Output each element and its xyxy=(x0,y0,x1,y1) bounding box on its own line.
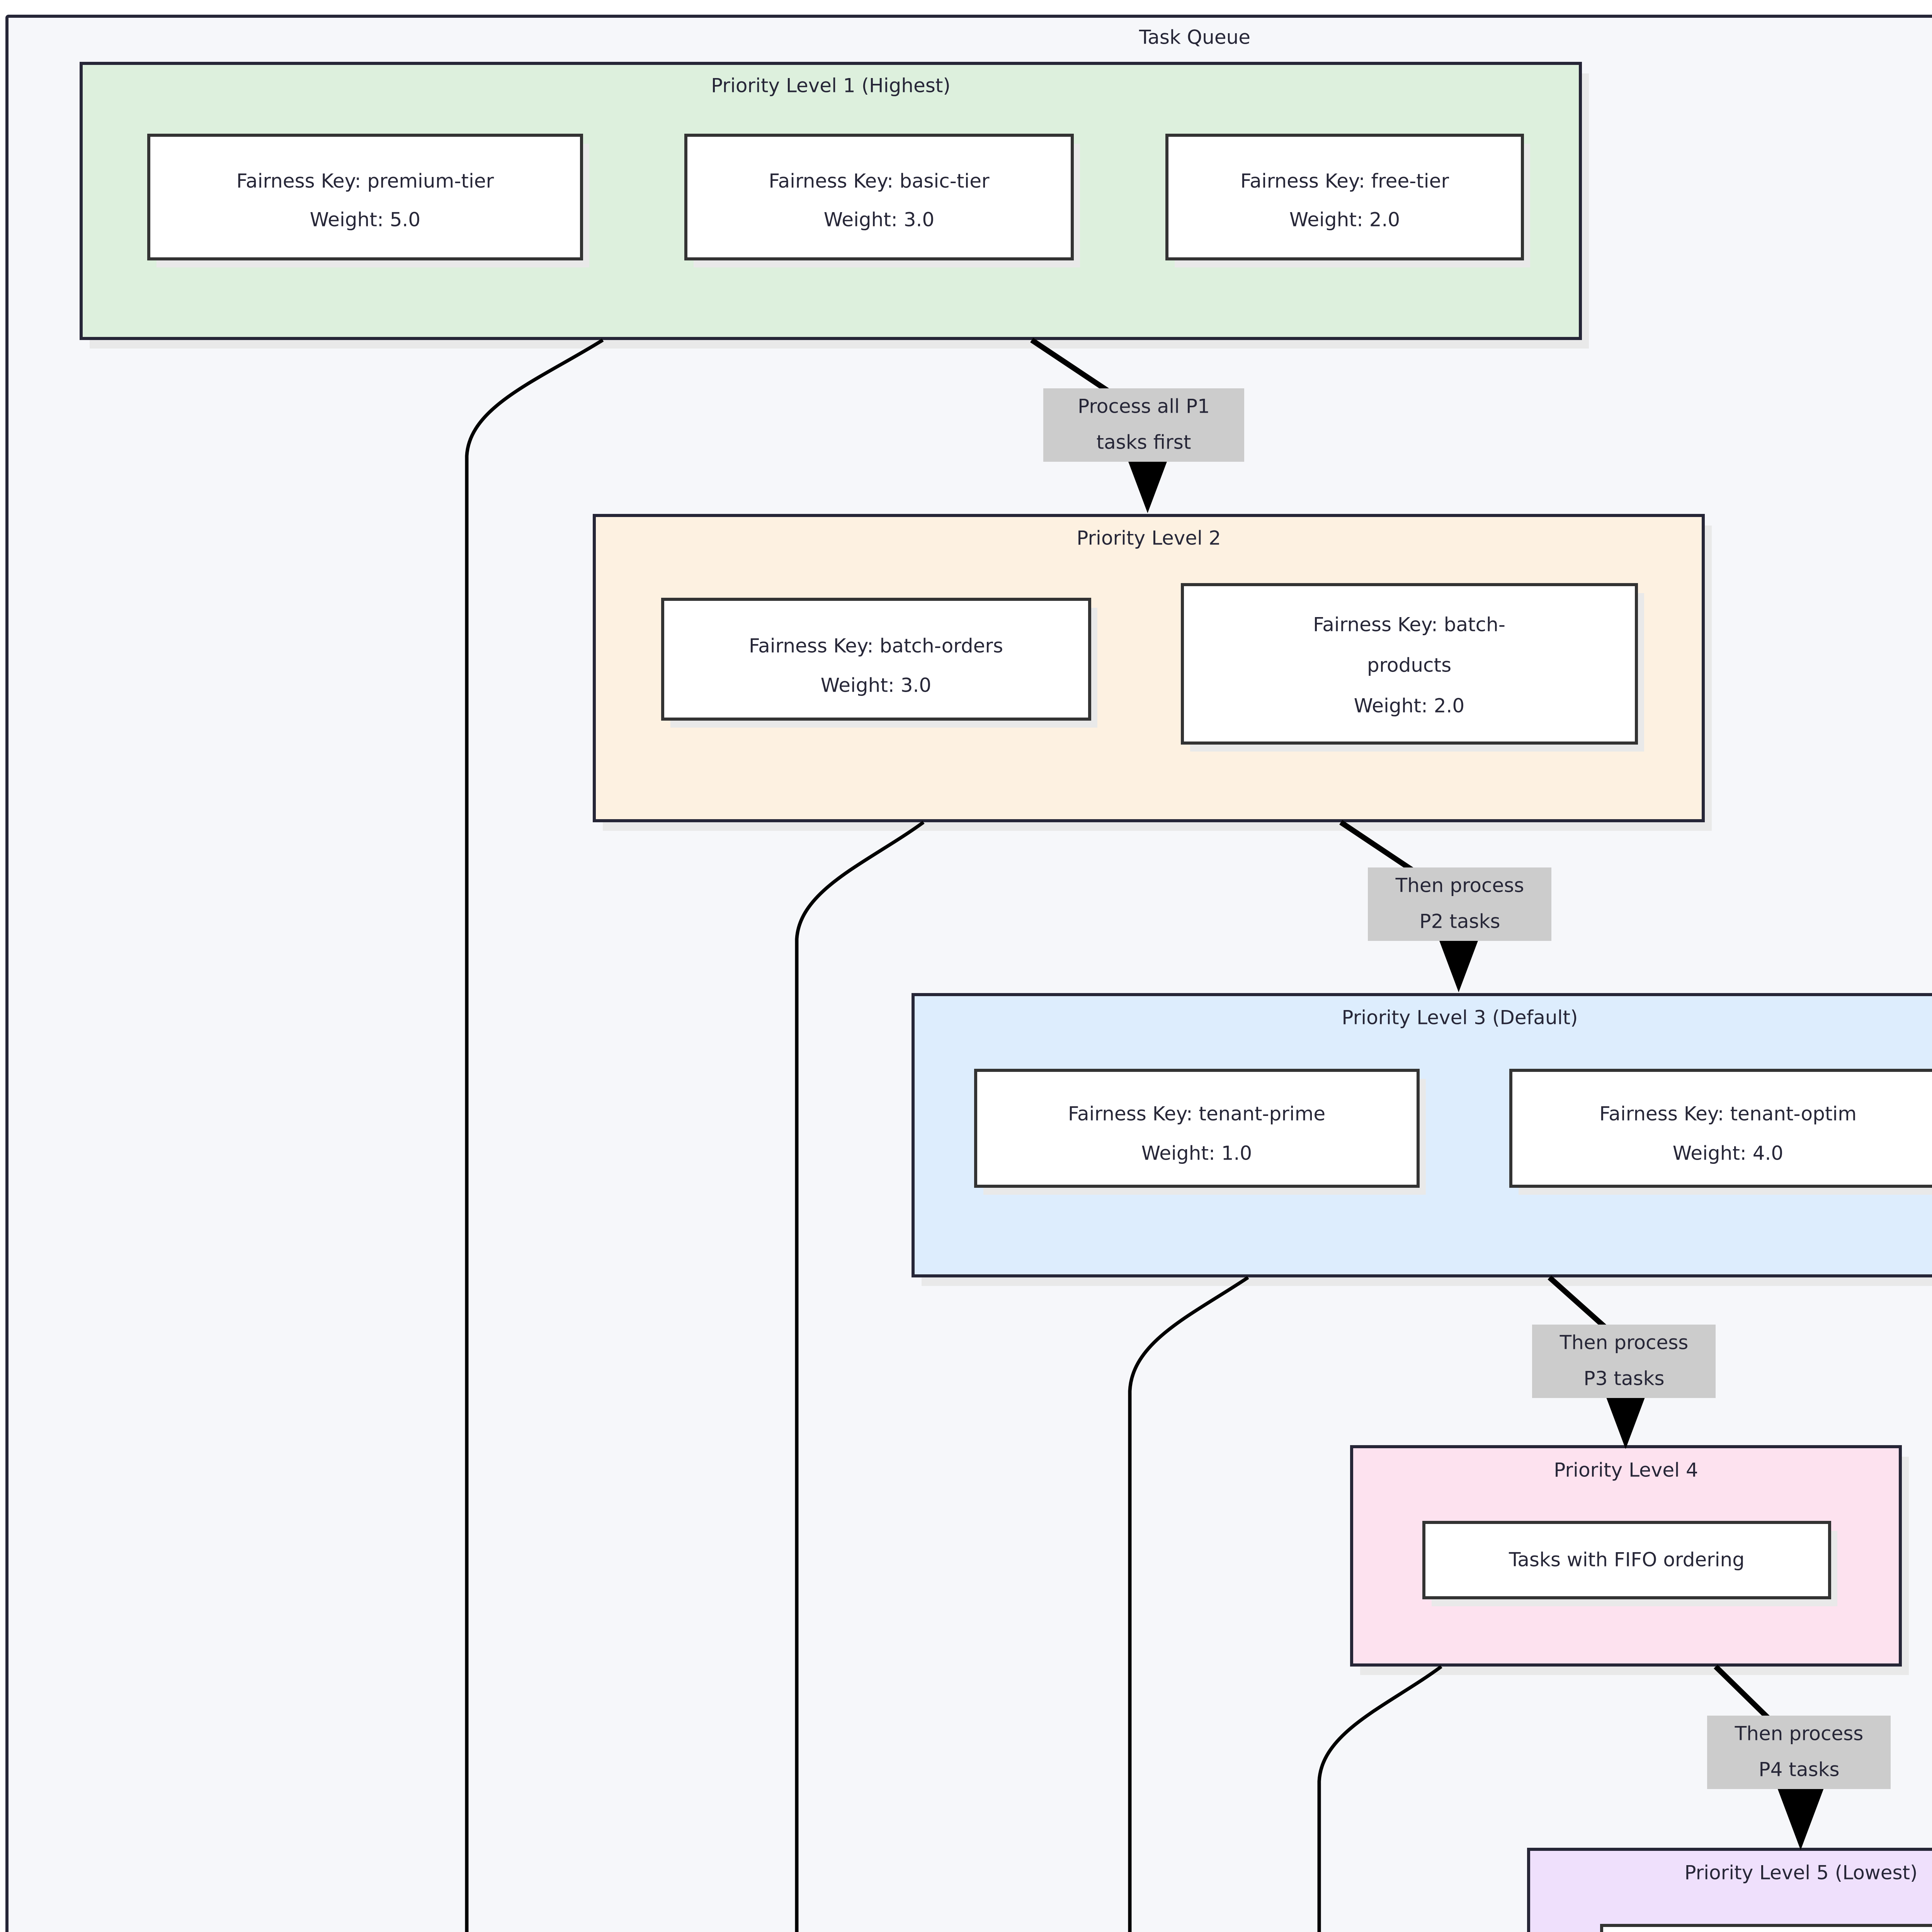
node-p3-tenant-prime[interactable] xyxy=(974,1069,1420,1188)
node-p5-fifo[interactable] xyxy=(1600,1924,1932,1932)
node-p1-premium-tier-weight: Weight: 5.0 xyxy=(310,209,420,231)
cluster-title-p4: Priority Level 4 xyxy=(1554,1459,1698,1481)
edge-p3-to-workers xyxy=(1128,1276,1249,1932)
node-p2-batch-orders-weight: Weight: 3.0 xyxy=(821,674,931,697)
edge-label-1-line1: Process all P1 xyxy=(1078,395,1210,418)
edge-p4-to-workers xyxy=(1317,1665,1442,1932)
edge-label-1-line2: tasks first xyxy=(1097,431,1191,454)
edge-p1-to-workers xyxy=(465,338,604,1932)
edge-label-1-bg xyxy=(1043,388,1244,462)
edge-p1-to-p2 xyxy=(1030,338,1114,396)
edge-label-3-bg xyxy=(1532,1325,1716,1398)
edge-label-2-line2: P2 tasks xyxy=(1419,910,1500,933)
node-p3-tenant-prime-key: Fairness Key: tenant-prime xyxy=(1068,1103,1325,1125)
edge-label-3-line2: P3 tasks xyxy=(1583,1367,1664,1390)
edge-p2-to-p3 xyxy=(1339,820,1416,874)
node-p2-batch-products[interactable] xyxy=(1181,583,1638,745)
edge-label-2-line1: Then process xyxy=(1395,874,1524,897)
node-p1-free-tier-key: Fairness Key: free-tier xyxy=(1240,170,1449,192)
node-p1-premium-tier[interactable] xyxy=(147,134,583,260)
node-p3-tenant-optim[interactable] xyxy=(1509,1069,1932,1188)
node-p2-batch-orders-key: Fairness Key: batch-orders xyxy=(749,635,1003,657)
node-p3-tenant-optim-weight: Weight: 4.0 xyxy=(1673,1142,1783,1165)
node-p2-batch-products-key: Fairness Key: batch- xyxy=(1313,614,1505,636)
node-p4-fifo-label: Tasks with FIFO ordering xyxy=(1509,1549,1745,1571)
edge-label-4-line2: P4 tasks xyxy=(1759,1759,1839,1781)
edge-label-2-bg xyxy=(1368,867,1551,941)
edge-p3-to-p4 xyxy=(1548,1275,1609,1332)
node-p3-tenant-prime-weight: Weight: 1.0 xyxy=(1141,1142,1252,1165)
cluster-title-p1: Priority Level 1 (Highest) xyxy=(711,75,951,97)
node-p1-premium-tier-key: Fairness Key: premium-tier xyxy=(236,170,494,192)
cluster-title-p5: Priority Level 5 (Lowest) xyxy=(1684,1862,1917,1884)
node-p3-tenant-optim-key: Fairness Key: tenant-optim xyxy=(1599,1103,1857,1125)
node-p2-batch-orders[interactable] xyxy=(661,598,1091,721)
edge-p2-to-workers xyxy=(795,821,925,1932)
node-p1-free-tier-weight: Weight: 2.0 xyxy=(1289,209,1400,231)
node-p4-fifo[interactable] xyxy=(1422,1521,1831,1599)
cluster-title-p2: Priority Level 2 xyxy=(1077,527,1221,549)
cluster-title-p3: Priority Level 3 (Default) xyxy=(1342,1007,1578,1029)
node-p2-batch-products-weight: Weight: 2.0 xyxy=(1354,695,1464,717)
edge-label-4-bg xyxy=(1707,1716,1891,1789)
node-p1-basic-tier-key: Fairness Key: basic-tier xyxy=(769,170,990,192)
edge-label-4-line1: Then process xyxy=(1735,1723,1864,1745)
edge-p4-to-p5 xyxy=(1714,1664,1772,1722)
node-p1-basic-tier-weight: Weight: 3.0 xyxy=(824,209,934,231)
page-title: Task Queue xyxy=(1139,26,1250,49)
node-p2-batch-products-key2: products xyxy=(1367,654,1451,677)
node-p1-basic-tier[interactable] xyxy=(684,134,1074,260)
node-p1-free-tier[interactable] xyxy=(1165,134,1524,260)
edge-label-3-line1: Then process xyxy=(1560,1332,1689,1354)
